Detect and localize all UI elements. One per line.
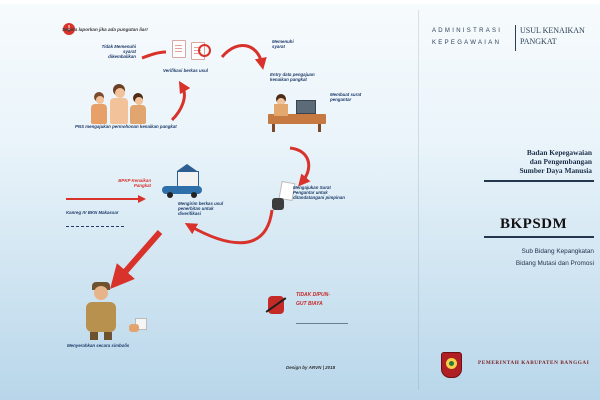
arrow-office-to-submit: [289, 146, 311, 187]
arrow-to-docs: [141, 50, 167, 60]
official-figure: [84, 282, 130, 340]
sub-unit-1: Sub Bidang Kepangkatan: [521, 248, 595, 255]
arrow-pencil: [110, 230, 163, 290]
org-name: Badan Kepegawaian dan Pengembangan Sumbe…: [456, 148, 592, 175]
header-right: USUL KENAIKAN PANGKAT: [520, 26, 585, 46]
meets-label: Memenuhi syarat: [272, 39, 294, 50]
submit-label: Mengajukan Surat Pengantar untuk ditanda…: [293, 185, 345, 201]
org-rule-bottom: [484, 236, 594, 238]
letter-label: Membuat surat pengantar: [330, 92, 362, 103]
org-rule-top: [484, 180, 594, 182]
panel-divider: [418, 10, 419, 390]
hand-document-icon: [272, 180, 296, 210]
pns-group: [90, 84, 152, 128]
no-bribe-hand-icon: [264, 292, 288, 320]
bkn-divider: [66, 226, 124, 228]
org-line-1: Badan Kepegawaian: [526, 148, 592, 157]
no-fee-underline: [296, 323, 348, 324]
arrow-doc-to-office: [220, 44, 267, 70]
footer-text: PEMERINTAH KABUPATEN BANGGAI: [478, 360, 590, 366]
no-fee-line2: GUT BIAYA: [296, 301, 323, 307]
design-credit: Design by ARVN | 2018: [286, 365, 336, 370]
org-line-2: dan Pengembangan: [529, 157, 592, 166]
agency-abbr: BKPSDM: [500, 216, 568, 232]
no-fee-line1: TIDAK DIPUN-: [296, 292, 330, 298]
office-desk: [268, 94, 326, 132]
hint-text: Segera laporkan jika ada pungutan liar!: [62, 27, 148, 32]
whistle-icon: !: [63, 23, 75, 35]
bkn-arrowhead: [138, 195, 146, 203]
handover-label: Menyerahkan secara simbolis: [67, 343, 130, 348]
header-left: ADMINISTRASI KEPEGAWAIAN: [432, 28, 503, 46]
header-divider: [515, 25, 516, 51]
bkn-label: BPKP Kenaikan Pangkat: [118, 178, 151, 189]
arrow-submit-to-send: [184, 209, 274, 245]
bkn-office: Kanreg IV BKN Makassar: [66, 210, 119, 215]
document-icon: [172, 40, 186, 58]
entry-label: Entry data pengajuan kenaikan pangkat: [270, 72, 315, 83]
magnifier-icon: [198, 44, 211, 57]
sub-unit-2: Bidang Mutasi dan Promosi: [515, 260, 594, 267]
car-icon: [162, 184, 202, 198]
hand-document-icon: [129, 318, 147, 332]
org-line-3: Sumber Daya Manusia: [519, 166, 592, 175]
arrow-back-pns: [170, 80, 191, 122]
sub-units: Sub Bidang Kepangkatan Bidang Mutasi dan…: [454, 246, 594, 270]
bkn-arrow: [66, 198, 140, 200]
regency-seal-icon: [441, 352, 462, 378]
verify-label: Verifikasi berkas usul: [163, 68, 208, 73]
pns-label: PNS mengajukan permohonan kenaikan pangk…: [75, 124, 177, 129]
note-missing: Tidak Memenuhi syarat dikembalikan: [101, 44, 136, 60]
send-label: Mengirim berkas usul penerbitan untuk di…: [178, 201, 224, 217]
